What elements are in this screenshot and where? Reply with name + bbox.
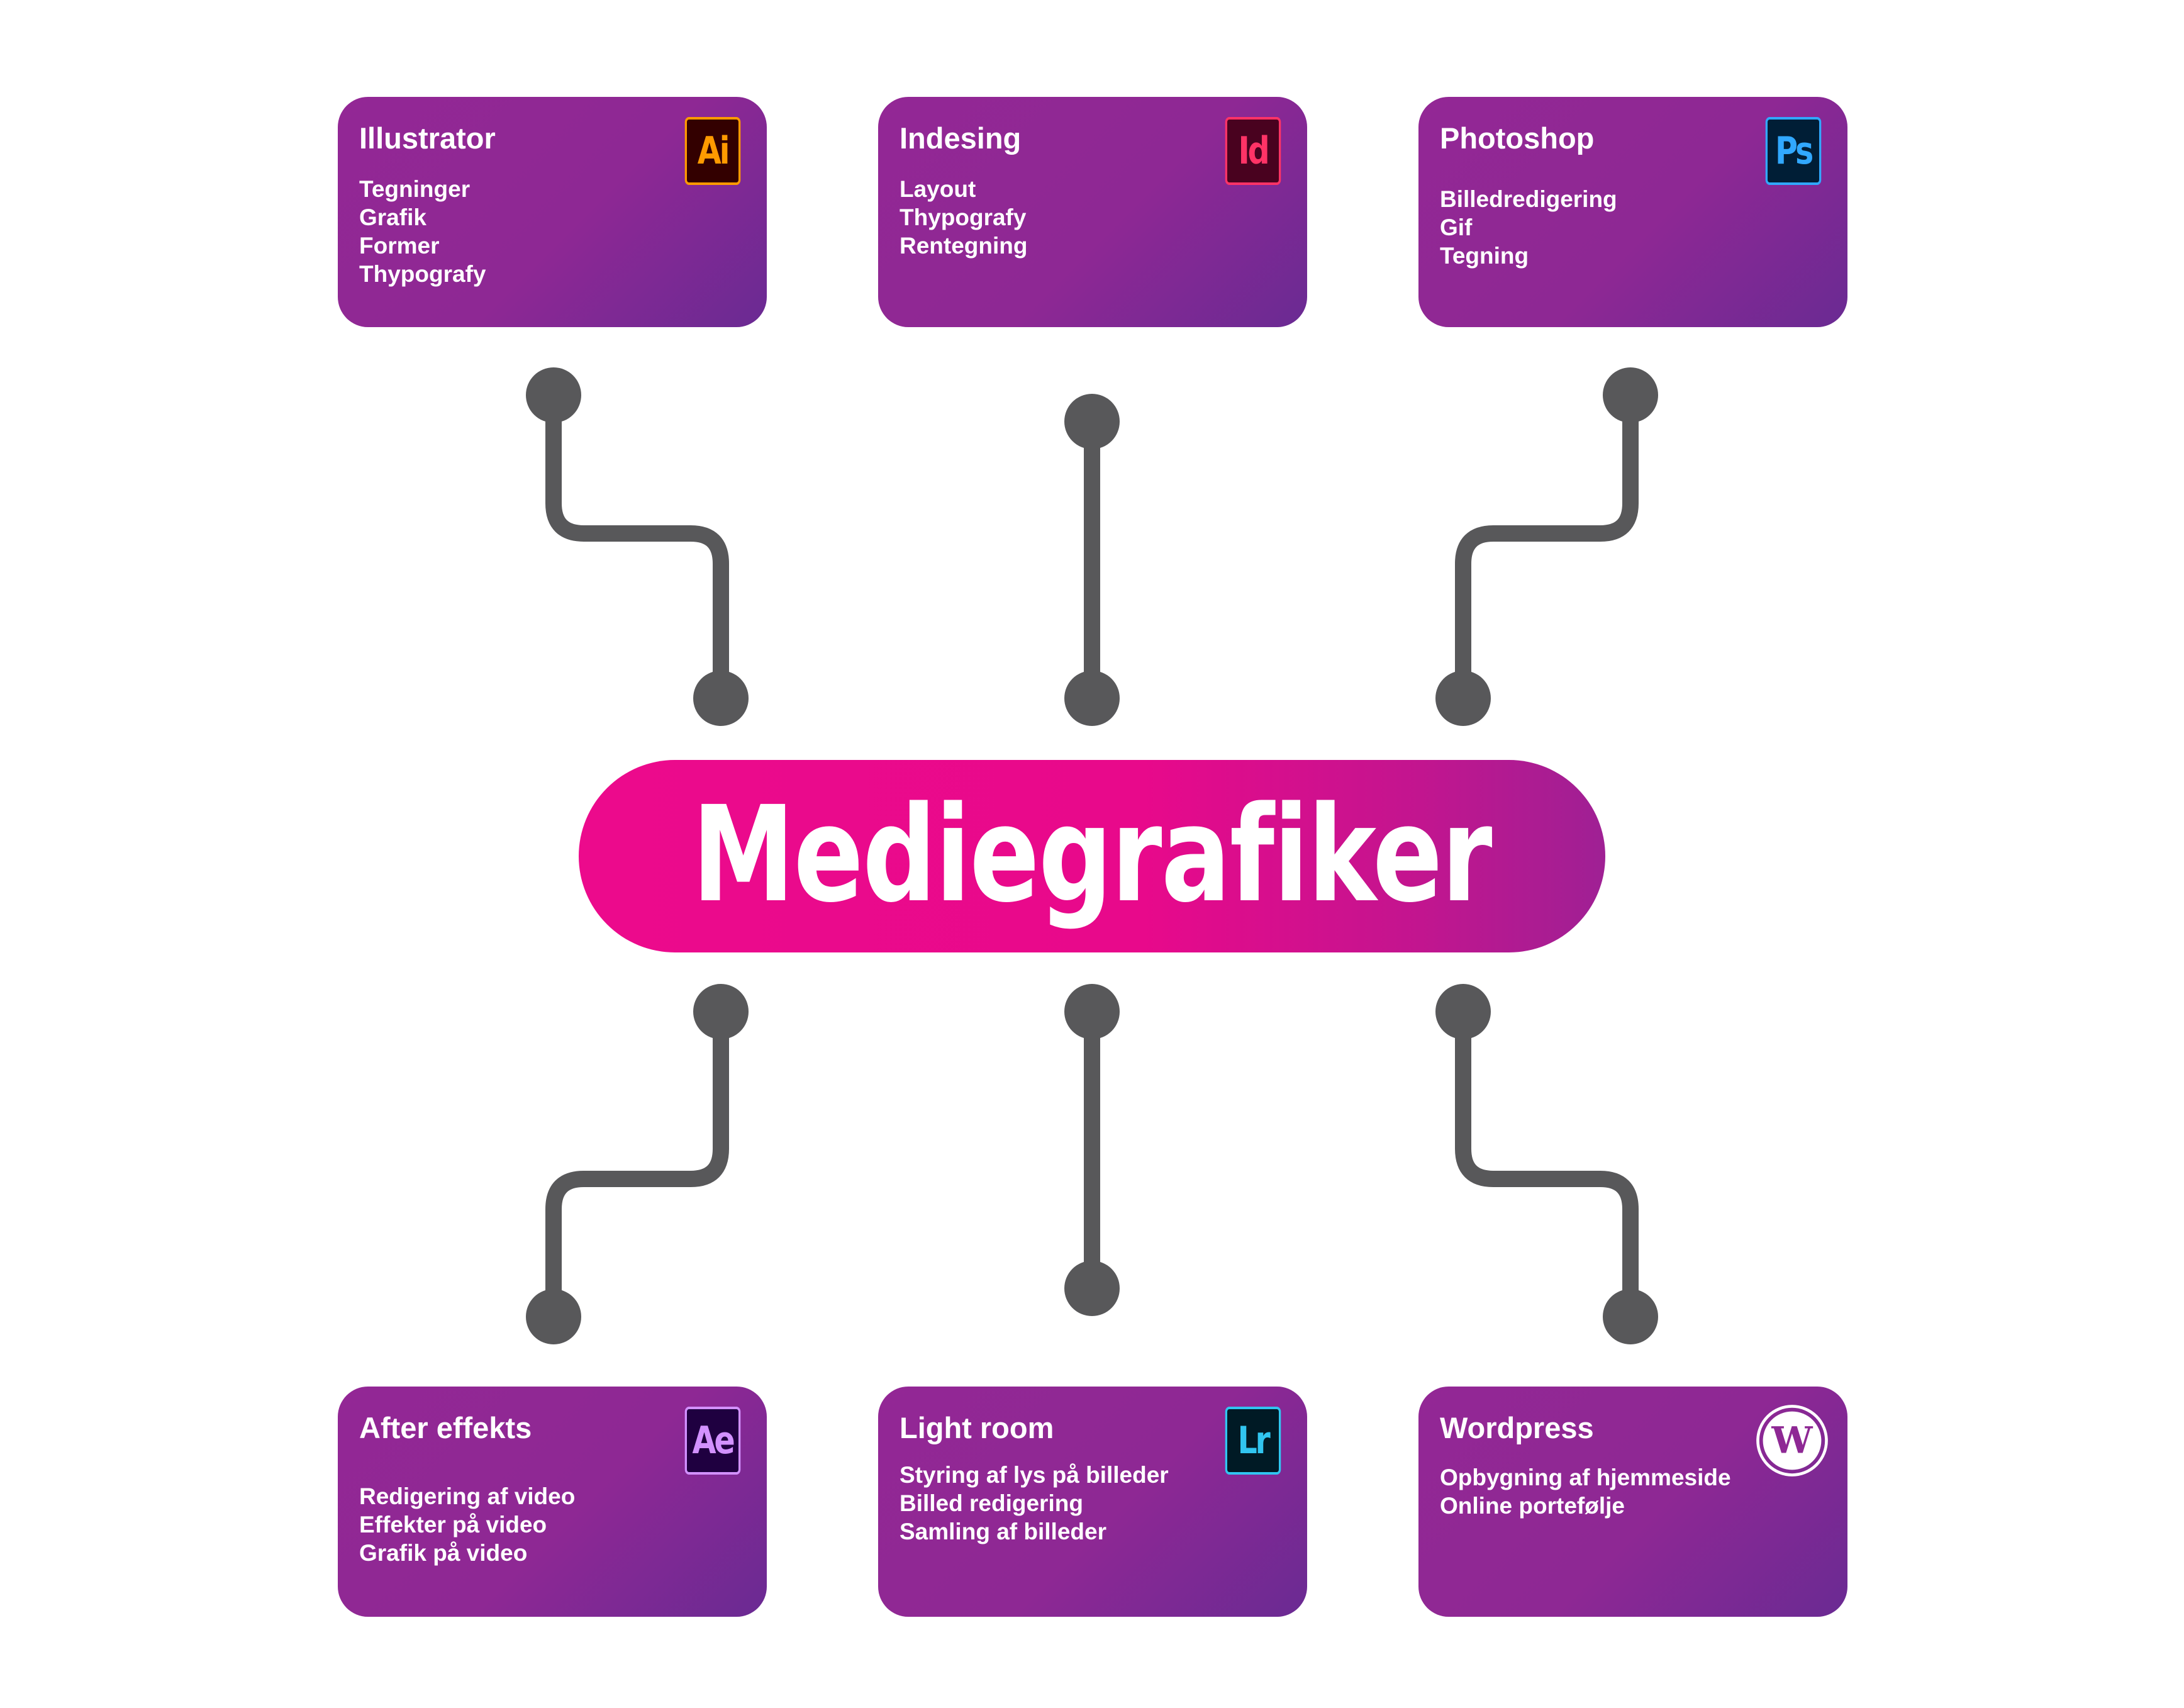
list-item: Grafik [359,204,426,230]
center-node: Mediegrafiker [579,760,1605,952]
node-dot [1603,367,1658,423]
node-dot [693,671,749,726]
node-dot [1435,984,1491,1039]
card-item-list: Tegninger Grafik Former Thypografy [359,175,486,288]
card-title: Wordpress [1440,1411,1594,1444]
card-indesign: Indesing Layout Thypografy Rentegning Id [878,97,1307,327]
wordpress-icon: W [1756,1405,1828,1476]
card-item-list: Opbygning af hjemmeside Online portefølj… [1440,1463,1731,1520]
node-dot [1064,984,1120,1039]
list-item: Tegninger [359,176,471,202]
card-photoshop: Photoshop Billedredigering Gif Tegning P… [1418,97,1847,327]
card-wordpress: Wordpress Opbygning af hjemmeside Online… [1418,1387,1847,1617]
center-title: Mediegrafiker [692,777,1493,932]
connector-after-effects [545,1003,729,1325]
list-item: Gif [1440,215,1473,240]
node-dot [1064,394,1120,449]
list-item: Thypografy [900,204,1027,230]
lightroom-icon: Lr [1225,1407,1281,1475]
list-item: Rentegning [900,233,1028,259]
list-item: Billed redigering [900,1490,1083,1516]
list-item: Opbygning af hjemmeside [1440,1465,1731,1490]
list-item: Billedredigering [1440,186,1617,212]
list-item: Styring af lys på billeder [900,1462,1169,1488]
list-item: Thypografy [359,261,486,287]
photoshop-icon: Ps [1765,117,1822,185]
list-item: Samling af billeder [900,1519,1106,1544]
after-effects-icon: Ae [684,1407,741,1475]
connector-wordpress [1455,1003,1639,1325]
card-item-list: Billedredigering Gif Tegning [1440,185,1617,270]
card-illustrator: Illustrator Tegninger Grafik Former Thyp… [338,97,767,327]
card-title: Indesing [900,121,1022,155]
list-item: Grafik på video [359,1540,528,1566]
indesign-icon: Id [1225,117,1281,185]
card-title: Illustrator [359,121,496,155]
card-lightroom: Light room Styring af lys på billeder Bi… [878,1387,1307,1617]
list-item: Layout [900,176,976,202]
card-item-list: Redigering af video Effekter på video Gr… [359,1482,575,1567]
card-title: Photoshop [1440,121,1595,155]
node-dot [526,1289,581,1344]
card-title: Light room [900,1411,1054,1444]
card-item-list: Layout Thypografy Rentegning [900,175,1027,260]
list-item: Redigering af video [359,1483,576,1509]
connector-photoshop [1455,387,1639,706]
list-item: Effekter på video [359,1512,547,1538]
node-dot [1435,671,1491,726]
node-dot [1603,1289,1658,1344]
card-item-list: Styring af lys på billeder Billed redige… [900,1461,1169,1546]
list-item: Former [359,233,440,259]
card-title: After effekts [359,1411,532,1444]
node-dot [1064,1261,1120,1316]
node-dot [526,367,581,423]
illustrator-icon: Ai [684,117,741,185]
list-item: Online portefølje [1440,1493,1625,1519]
node-dot [693,984,749,1039]
connector-illustrator [545,387,729,706]
svg-text:W: W [1771,1419,1813,1462]
list-item: Tegning [1440,243,1529,269]
node-dot [1064,671,1120,726]
card-after-effects: After effekts Redigering af video Effekt… [338,1387,767,1617]
